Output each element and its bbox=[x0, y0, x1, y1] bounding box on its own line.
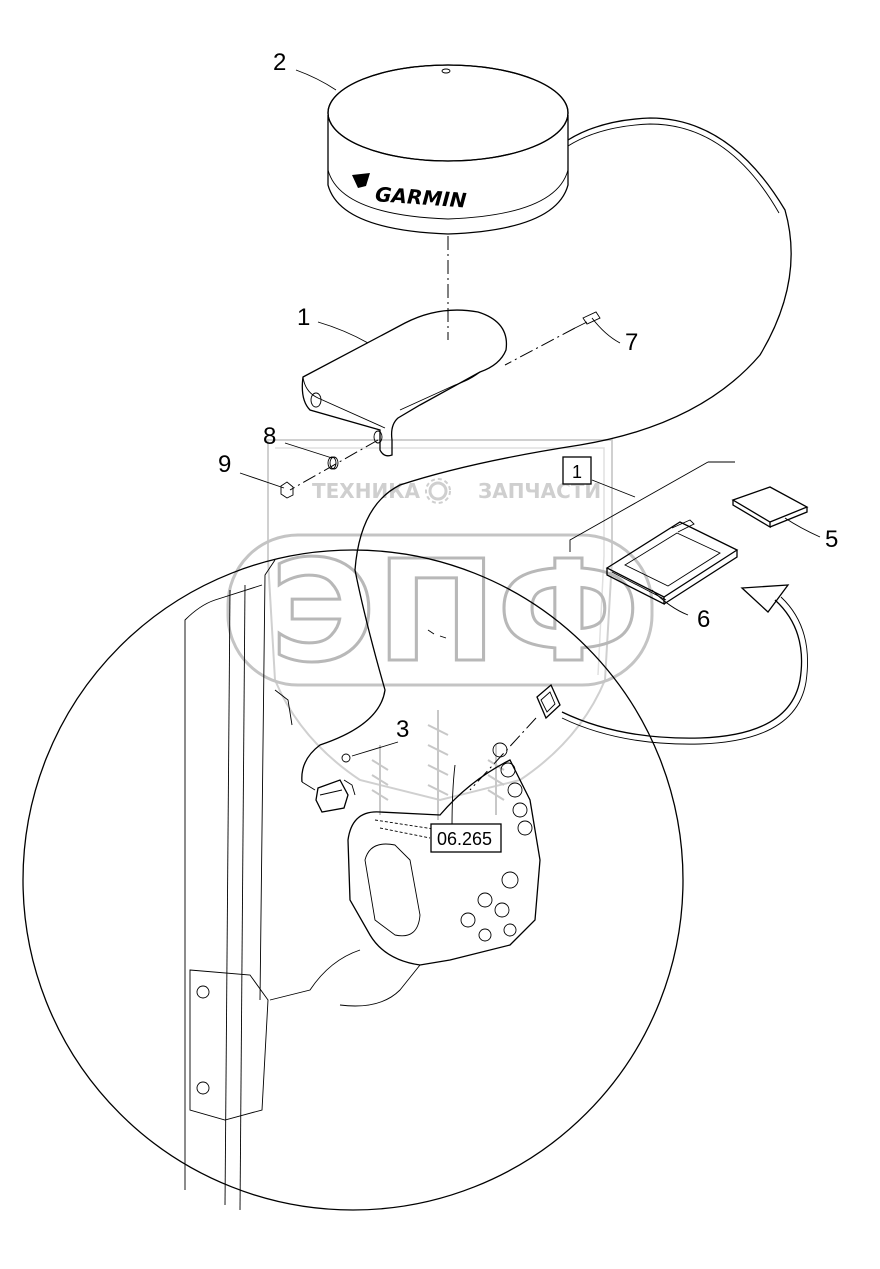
callout-3: 3 bbox=[396, 716, 409, 743]
cab-card-slot bbox=[536, 683, 561, 720]
callout-2: 2 bbox=[273, 49, 286, 76]
callout-9: 9 bbox=[218, 451, 231, 478]
reference-box: 06.265 bbox=[430, 823, 502, 853]
boxed-callout-label: 1 bbox=[572, 462, 582, 482]
callouts: 2 1 7 8 9 3 6 5 bbox=[218, 49, 838, 743]
antenna-cable bbox=[301, 117, 792, 783]
memory-card bbox=[731, 486, 809, 529]
callout-6: 5 bbox=[825, 526, 838, 553]
watermark: ТЕХНИКА ЗАПЧАСТИ ЭПФ bbox=[226, 439, 654, 820]
callout-8: 8 bbox=[263, 423, 276, 450]
detail-circle bbox=[22, 549, 684, 1211]
joystick-buttons bbox=[460, 742, 533, 942]
callout-1: 1 bbox=[297, 304, 310, 331]
gear-icon bbox=[425, 478, 451, 504]
nut bbox=[280, 481, 294, 499]
garmin-antenna: GARMIN bbox=[327, 64, 569, 235]
leader-lines bbox=[239, 69, 821, 829]
callout-7: 7 bbox=[625, 329, 638, 356]
card-slot bbox=[605, 519, 739, 606]
washer bbox=[327, 456, 339, 470]
watermark-big-text: ЭПФ bbox=[270, 531, 640, 694]
watermark-left-text: ТЕХНИКА bbox=[312, 479, 421, 503]
boxed-callout: 1 bbox=[562, 456, 592, 485]
wheat-logo bbox=[371, 710, 505, 820]
mounting-bracket bbox=[301, 309, 508, 457]
bolt bbox=[574, 311, 601, 329]
garmin-brand-label: GARMIN bbox=[374, 182, 467, 212]
reference-box-label: 06.265 bbox=[437, 829, 492, 849]
cable-connector bbox=[315, 753, 356, 813]
callout-5: 6 bbox=[697, 606, 710, 633]
curved-arrow bbox=[561, 584, 809, 745]
